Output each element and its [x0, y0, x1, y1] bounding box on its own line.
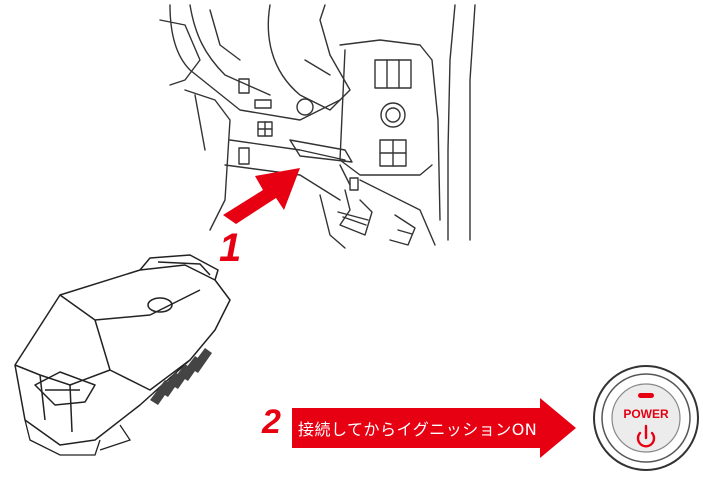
power-label: POWER	[623, 407, 669, 421]
step-2-number: 2	[262, 403, 281, 441]
banner-arrow-tip	[540, 398, 576, 458]
step-2-instruction-banner: 接続してからイグニッションON	[292, 408, 540, 448]
step-1-number: 1	[219, 226, 242, 270]
step-2-instruction-text: 接続してからイグニッションON	[298, 420, 538, 439]
